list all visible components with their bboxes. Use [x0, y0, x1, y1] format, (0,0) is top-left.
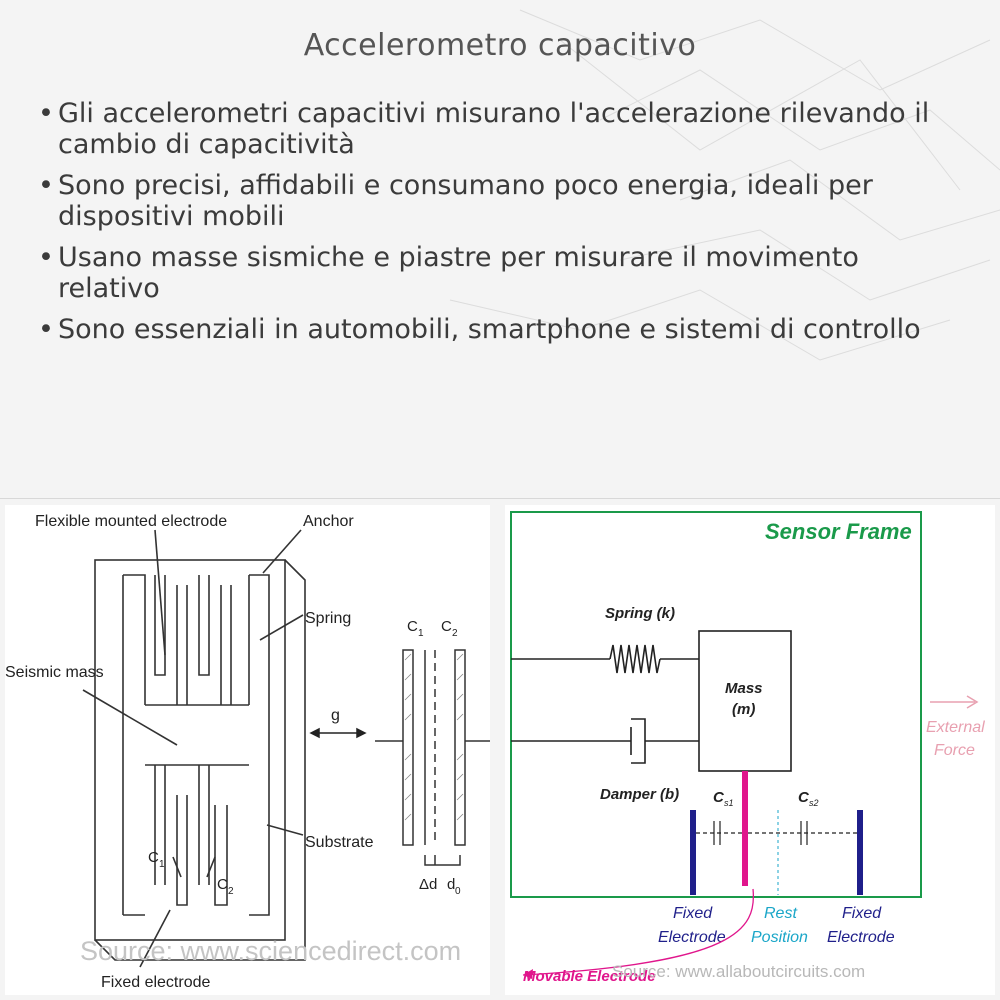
fixed-electrode-left [690, 810, 696, 895]
movable-electrode-label: Movable Electrode [523, 968, 656, 985]
substrate-leader [266, 824, 304, 836]
c2-label: C [217, 876, 228, 893]
fixed-electrode-left-label-2: Electrode [658, 929, 726, 946]
spring-label: Spring [305, 610, 351, 627]
spring-leader [259, 614, 304, 641]
bullet-item: Sono precisi, affidabili e consumano poc… [36, 170, 966, 232]
source-watermark: Source: www.sciencedirect.com [80, 936, 461, 966]
g-arrow-right-icon [356, 727, 367, 739]
plate-c1-label: C [407, 618, 418, 635]
damper-icon [631, 718, 646, 764]
mems-accelerometer-diagram: Flexible mounted electrode Anchor Spring… [5, 505, 490, 995]
sensor-frame-diagram: Sensor Frame Spring (k) Mass (m) Damper … [505, 505, 995, 995]
c1-subscript: 1 [159, 859, 165, 870]
anchor-label: Anchor [303, 513, 354, 530]
seismic-mass-label: Seismic mass [5, 664, 104, 681]
mass-label: Mass [725, 680, 763, 697]
plate-c1-subscript: 1 [418, 628, 424, 639]
source-watermark-right: Source: www.allaboutcircuits.com [612, 962, 865, 981]
plate-c2-label: C [441, 618, 452, 635]
fixed-electrode-left-label-1: Fixed [673, 905, 713, 922]
bullet-list: Gli accelerometri capacitivi misurano l'… [36, 98, 966, 355]
cs1-label: C [713, 789, 725, 806]
bullet-item: Usano masse sismiche e piastre per misur… [36, 242, 966, 304]
fixed-electrode-right-label-1: Fixed [842, 905, 882, 922]
right-plate [454, 649, 466, 846]
external-force-label-2: Force [934, 742, 975, 759]
bullet-item: Gli accelerometri capacitivi misurano l'… [36, 98, 966, 160]
spring-k-label: Spring (k) [605, 605, 675, 622]
plate-c2-subscript: 2 [452, 628, 458, 639]
sensor-diagram-svg: Sensor Frame Spring (k) Mass (m) Damper … [510, 511, 985, 985]
sensor-frame-border [510, 511, 922, 898]
flex-electrode-leader [154, 529, 166, 656]
movable-electrode-arrow-icon [523, 969, 533, 979]
anchor-leader [262, 529, 302, 574]
movable-electrode [742, 771, 748, 886]
page-title: Accelerometro capacitivo [303, 28, 697, 63]
fixed-electrode-right [857, 810, 863, 895]
cs2-label: C [798, 789, 810, 806]
sensor-frame-label: Sensor Frame [765, 519, 912, 544]
rest-position-label-2: Position [751, 929, 808, 946]
fixed-electrode-leader [139, 909, 171, 968]
substrate-label: Substrate [305, 834, 374, 851]
g-arrow-left-icon [309, 727, 320, 739]
movable-electrode-pointer [522, 888, 755, 976]
external-force-label-1: External [926, 719, 985, 736]
spring-icon [609, 644, 661, 674]
d0-subscript: 0 [455, 886, 461, 897]
d0-label: d [447, 876, 455, 893]
g-label: g [331, 707, 340, 724]
fixed-electrode-right-label-2: Electrode [827, 929, 895, 946]
rest-position-label-1: Rest [764, 905, 797, 922]
c2-arrow [206, 856, 216, 878]
c1-arrow [172, 856, 182, 878]
substrate-plate [94, 559, 286, 941]
flexible-electrode-label: Flexible mounted electrode [35, 513, 227, 530]
delta-d-label: Δd [419, 876, 437, 893]
seismic-mass-leader [82, 689, 178, 746]
mass-m-label: (m) [732, 701, 755, 718]
mems-diagram-svg: Flexible mounted electrode Anchor Spring… [5, 513, 490, 991]
left-plate [402, 649, 414, 846]
cs1-subscript: s1 [724, 798, 734, 808]
cs2-subscript: s2 [809, 798, 819, 808]
fixed-electrode-label: Fixed electrode [101, 974, 210, 991]
c1-label: C [148, 849, 159, 866]
damper-b-label: Damper (b) [600, 786, 679, 803]
external-force-arrow [930, 695, 979, 709]
bullet-item: Sono essenziali in automobili, smartphon… [36, 314, 966, 345]
c2-subscript: 2 [228, 886, 234, 897]
substrate-edge [94, 559, 306, 961]
section-divider [0, 498, 1000, 499]
